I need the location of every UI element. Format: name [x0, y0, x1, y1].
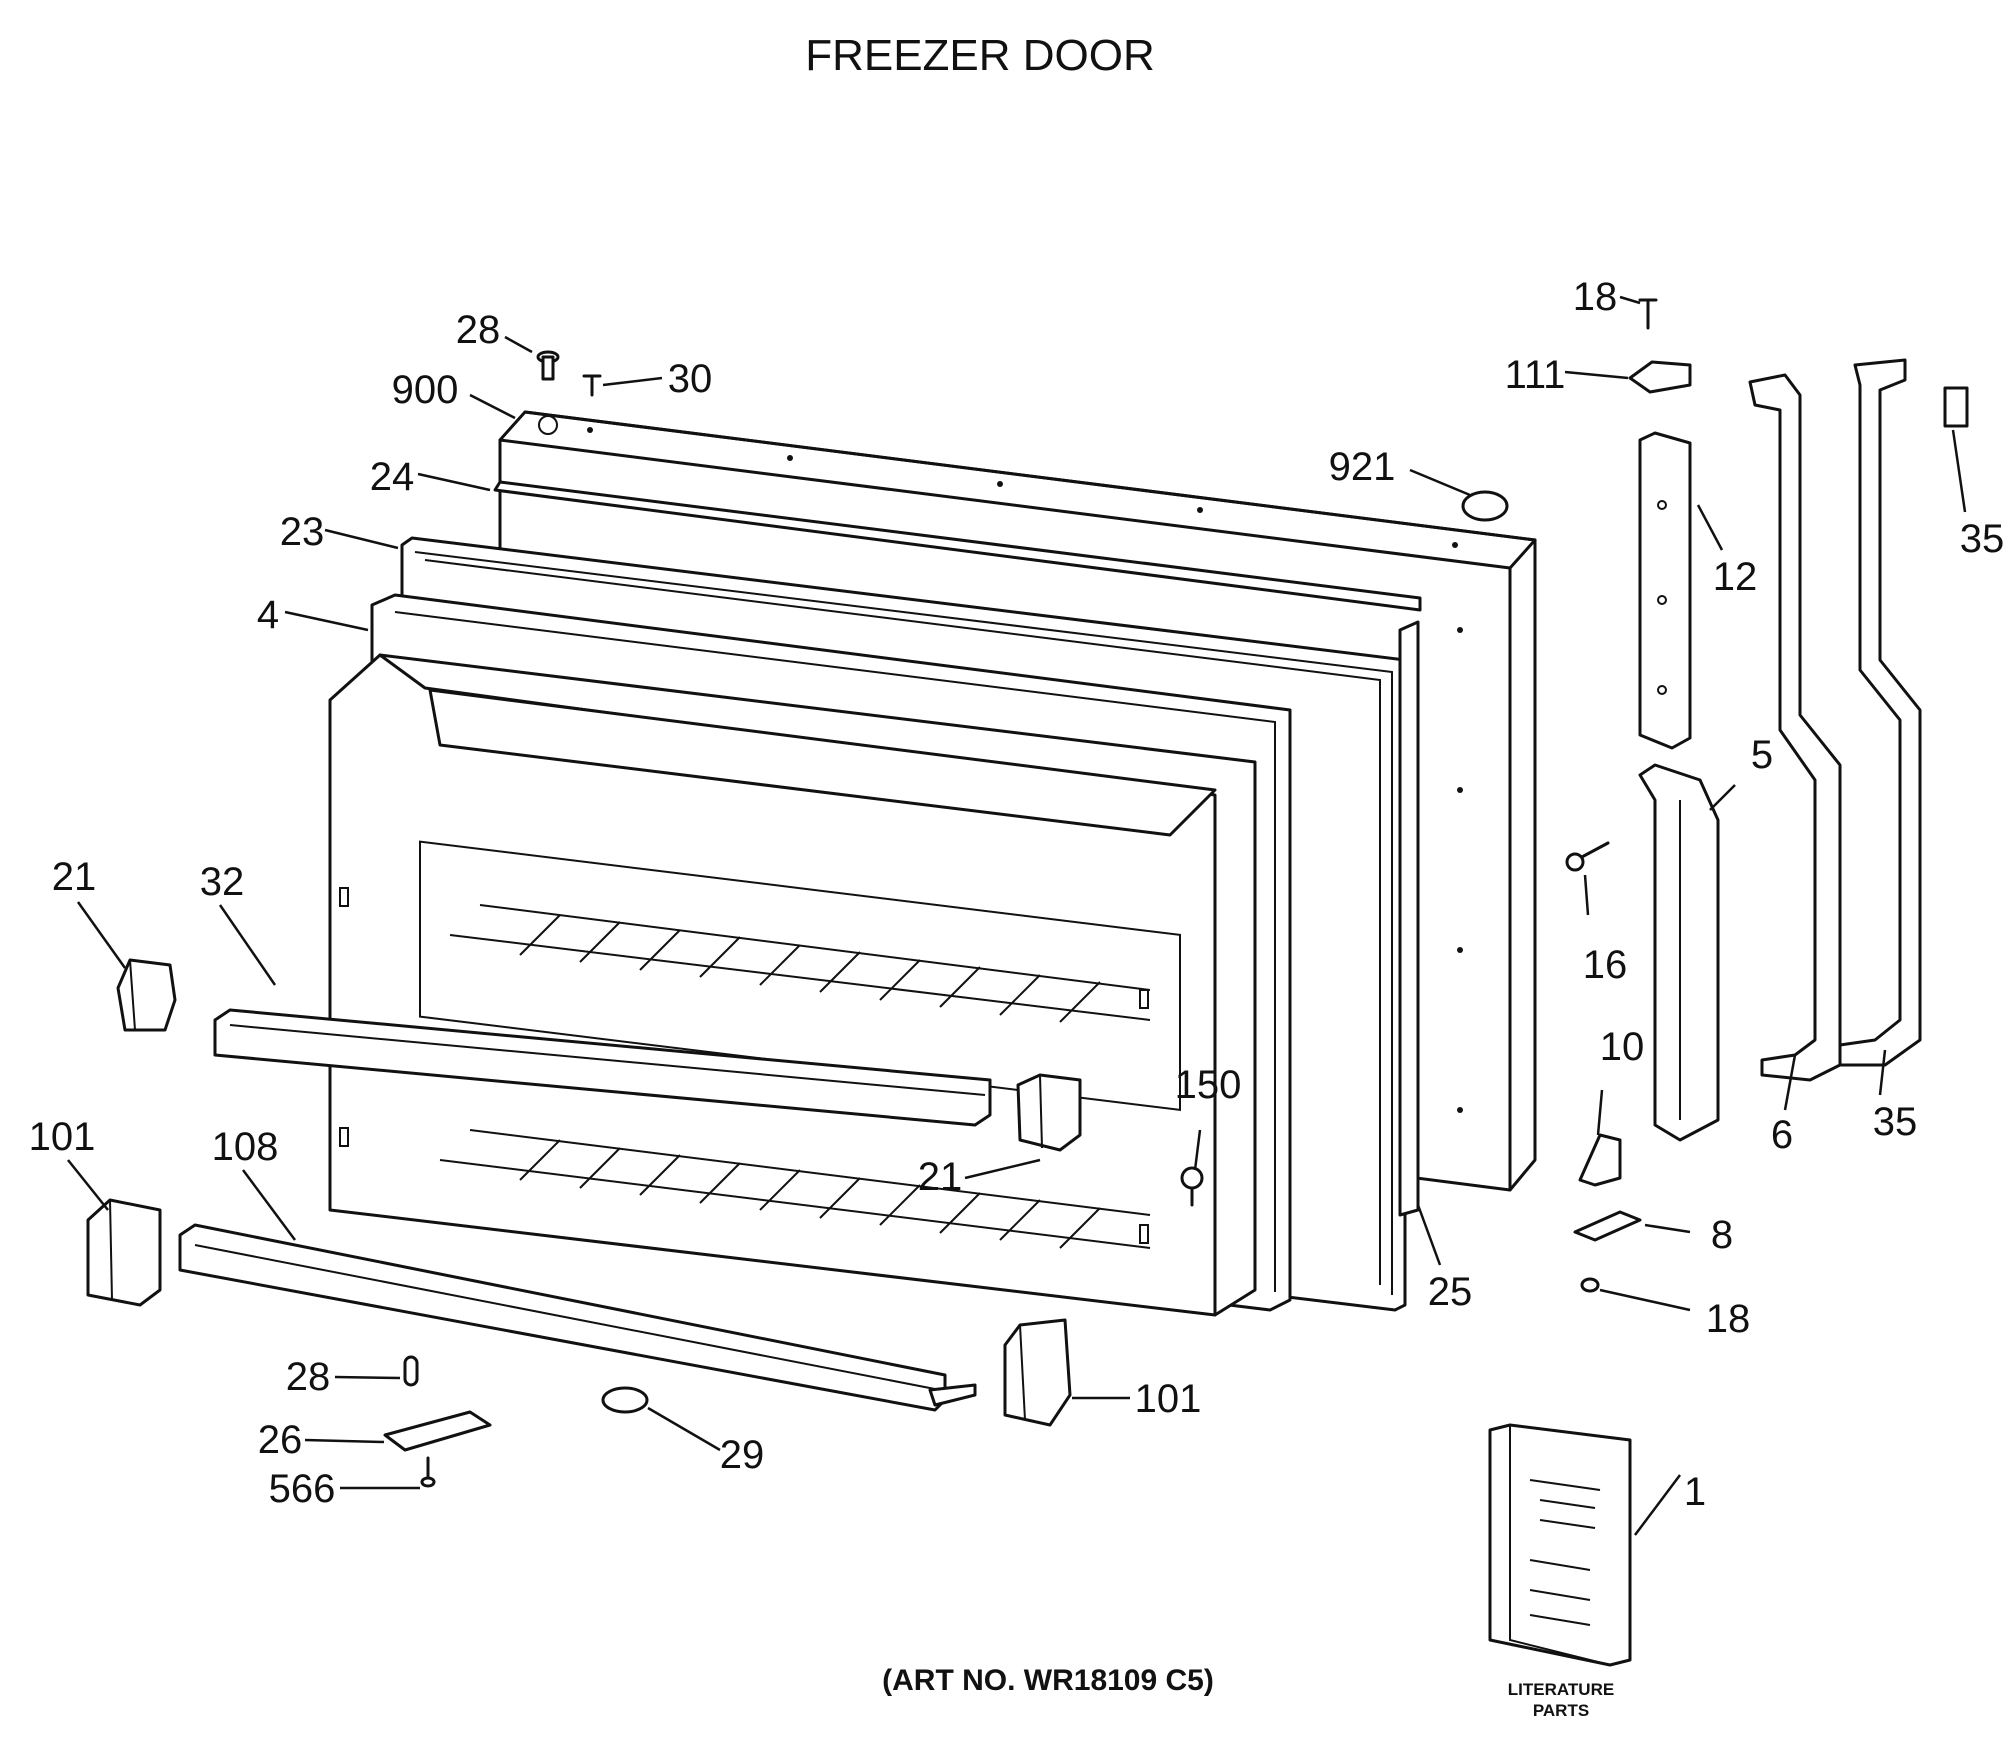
literature-booklet: [1488, 1423, 1632, 1667]
bar-end-cap-left: [86, 1198, 162, 1307]
callout-921: 921: [1329, 445, 1396, 489]
hinge-cap: [1628, 360, 1692, 394]
shelf-end-cap-right: [1016, 1073, 1082, 1152]
callout-101-right: 101: [1135, 1377, 1202, 1421]
art-number: (ART NO. WR18109 C5): [882, 1664, 1214, 1697]
door-liner: [328, 653, 1257, 1317]
callout-29: 29: [720, 1433, 765, 1477]
foot-plug: [601, 1386, 649, 1414]
callout-23: 23: [280, 510, 325, 554]
callout-10: 10: [1600, 1025, 1645, 1069]
hinge-plate-8: [1573, 1210, 1642, 1242]
callout-1: 1: [1684, 1470, 1706, 1514]
screw-30: [582, 374, 602, 397]
callout-30: 30: [668, 357, 713, 401]
mounting-plate: [383, 1410, 492, 1452]
callout-35-insert: 35: [1960, 517, 2005, 561]
upper-shelf-bar: [213, 1008, 992, 1127]
screw-28-top: [536, 350, 560, 381]
handle-bar-35: [1838, 358, 1922, 1067]
leader-lines: [67, 295, 1967, 1536]
screw-150: [1180, 1166, 1204, 1207]
callout-108: 108: [212, 1125, 279, 1169]
screw-18-top: [1638, 298, 1658, 330]
callout-25: 25: [1428, 1270, 1473, 1314]
callout-18-bottom: 18: [1706, 1297, 1751, 1341]
callout-12: 12: [1713, 555, 1758, 599]
literature-label-1: LITERATURE: [1508, 1680, 1614, 1699]
bar-end-cap-right: [1003, 1318, 1072, 1427]
screw-28-bottom: [403, 1355, 419, 1387]
callout-21-right: 21: [918, 1155, 963, 1199]
callout-900: 900: [392, 368, 459, 412]
callout-101-left: 101: [29, 1115, 96, 1159]
callout-21-left: 21: [52, 855, 97, 899]
hinge-bracket: [1638, 431, 1692, 750]
callout-24: 24: [370, 455, 415, 499]
callout-111: 111: [1505, 353, 1566, 397]
callout-32: 32: [200, 860, 245, 904]
callout-4: 4: [257, 593, 279, 637]
shelf-end-cap-left: [116, 958, 177, 1032]
trim-strip: [493, 480, 1422, 612]
screw-16: [1565, 841, 1610, 872]
callout-28-bottom: 28: [286, 1355, 331, 1399]
seal-strip: [1398, 620, 1420, 1217]
lower-shelf-bar: [178, 1223, 977, 1412]
hinge-shim-10: [1578, 1133, 1622, 1187]
callout-26: 26: [258, 1418, 303, 1462]
literature-label-2: PARTS: [1533, 1701, 1589, 1720]
callout-16: 16: [1583, 943, 1628, 987]
callout-566: 566: [269, 1467, 336, 1511]
callout-150: 150: [1175, 1063, 1242, 1107]
door-handle-5: [1638, 763, 1720, 1142]
screw-566: [420, 1456, 436, 1488]
callout-28-top: 28: [456, 308, 501, 352]
trim-insert-35: [1943, 386, 1969, 428]
handle-bar-6: [1748, 373, 1842, 1082]
screw-18-bottom: [1580, 1277, 1600, 1293]
callout-5: 5: [1751, 733, 1773, 777]
callout-35-handle: 35: [1873, 1100, 1918, 1144]
plug-button: [1461, 490, 1509, 522]
diagram-title: FREEZER DOOR: [805, 31, 1155, 80]
callout-8: 8: [1711, 1213, 1733, 1257]
callout-18-top: 18: [1573, 275, 1618, 319]
callout-6: 6: [1771, 1113, 1793, 1157]
